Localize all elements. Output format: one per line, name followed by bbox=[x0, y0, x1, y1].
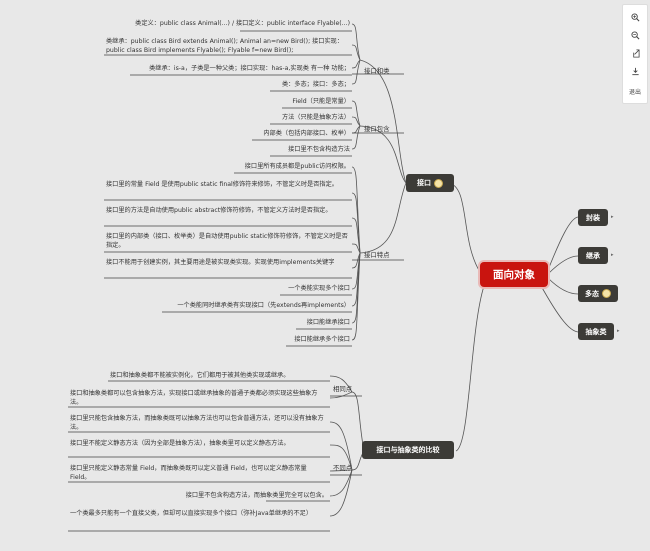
share-icon bbox=[632, 48, 640, 58]
abstract-method-leaf[interactable]: 接口里的方法是自动使用public abstract修饰符修饰，不管定义方法时是… bbox=[106, 207, 332, 214]
extends-implements-leaf[interactable]: 一个类能同时继承类有实现接口（先extends再implements） bbox=[177, 302, 350, 309]
compare-diff-constructor-leaf[interactable]: 接口里不包含构造方法，而抽象类里完全可以包含。 bbox=[185, 492, 328, 499]
class-inheritance-leaf[interactable]: 类继承：public class Bird extends Animal(); … bbox=[106, 38, 344, 54]
note-icon bbox=[434, 178, 443, 188]
compare-diff-methods-leaf[interactable]: 接口里只能包含抽象方法，而抽象类既可以抽象方法也可以包含普通方法，还可以没有抽象… bbox=[70, 415, 324, 431]
expand-arrow-icon[interactable]: ▸ bbox=[617, 328, 620, 334]
node-interface[interactable]: 接口 bbox=[406, 174, 454, 192]
zoom-out-icon bbox=[630, 30, 639, 39]
method-leaf[interactable]: 方法（只能是抽象方法） bbox=[281, 114, 350, 121]
node-inheritance[interactable]: 继承 bbox=[578, 247, 608, 264]
polymorphism-leaf[interactable]: 类：多态；接口：多态； bbox=[281, 81, 350, 88]
group-interface-contains[interactable]: 接口包含 bbox=[364, 125, 390, 133]
group-interface-and-class[interactable]: 接口和类 bbox=[364, 67, 390, 75]
compare-diff-single-inheritance-leaf[interactable]: 一个类最多只能有一个直接父类，但却可以直接实现多个接口（弥补Java单继承的不足… bbox=[70, 510, 313, 517]
interface-extends-leaf[interactable]: 接口能继承接口 bbox=[306, 319, 350, 326]
node-polymorphism[interactable]: 多态 bbox=[578, 285, 618, 302]
exit-button[interactable]: 退出 bbox=[628, 88, 641, 96]
toolbar: 退出 bbox=[622, 4, 648, 104]
constant-field-leaf[interactable]: 接口里的常量 Field 是使用public static final修饰符来修… bbox=[106, 181, 338, 188]
compare-same-instantiation-leaf[interactable]: 接口和抽象类都不能被实例化，它们都用于被其他类实现或继承。 bbox=[110, 372, 290, 379]
node-compare-label: 接口与抽象类的比较 bbox=[376, 446, 440, 454]
node-compare[interactable]: 接口与抽象类的比较 bbox=[362, 441, 454, 459]
field-leaf[interactable]: Field（只能是常量） bbox=[292, 98, 350, 105]
public-members-leaf[interactable]: 接口里所有成员都是public访问权限。 bbox=[244, 163, 350, 170]
download-button[interactable] bbox=[623, 63, 647, 79]
compare-same-abstract-methods-leaf[interactable]: 接口和抽象类都可以包含抽象方法，实现接口或继承抽象的普通子类都必须实现这些抽象方… bbox=[70, 390, 318, 406]
compare-diff-static-leaf[interactable]: 接口里不能定义静态方法（因为全部是抽象方法），抽象类里可以定义静态方法。 bbox=[70, 440, 290, 447]
zoom-in-icon bbox=[630, 12, 639, 21]
zoom-in-button[interactable] bbox=[623, 9, 647, 25]
node-abstract-class[interactable]: 抽象类 bbox=[578, 323, 614, 340]
share-button[interactable] bbox=[623, 45, 647, 61]
no-constructor-leaf[interactable]: 接口里不包含构造方法 bbox=[288, 146, 350, 153]
compare-diff-group[interactable]: 不同点 bbox=[333, 464, 353, 472]
inner-class-leaf[interactable]: 内部类（包括内部接口、枚举） bbox=[263, 130, 350, 137]
is-a-has-a-leaf[interactable]: 类继承：is-a，子类是一种父类；接口实现：has-a,实现类 有一种 功能； bbox=[149, 65, 350, 72]
node-polymorphism-label: 多态 bbox=[585, 289, 599, 298]
inner-class-static-leaf[interactable]: 接口里的内部类（接口、枚举类）是自动使用public static修饰符修饰，不… bbox=[106, 233, 348, 249]
group-interface-features[interactable]: 接口特点 bbox=[364, 251, 390, 259]
root-node[interactable]: 面向对象 bbox=[480, 262, 548, 287]
root-title: 面向对象 bbox=[493, 269, 535, 281]
interface-multi-extends-leaf[interactable]: 接口能继承多个接口 bbox=[294, 336, 350, 343]
note-icon bbox=[602, 289, 611, 298]
compare-same-group[interactable]: 相同点 bbox=[333, 385, 353, 393]
download-icon bbox=[631, 67, 639, 75]
node-encapsulation-label: 封装 bbox=[586, 213, 600, 222]
multiple-implements-leaf[interactable]: 一个类能实现多个接口 bbox=[288, 285, 350, 292]
node-encapsulation[interactable]: 封装 bbox=[578, 209, 608, 226]
node-inheritance-label: 继承 bbox=[586, 251, 600, 260]
expand-arrow-icon[interactable]: ▸ bbox=[611, 214, 614, 220]
no-instance-leaf[interactable]: 接口不能用于创建实例，其主要用途是被实现类实现。实现使用implements关键… bbox=[106, 259, 335, 266]
zoom-out-button[interactable] bbox=[623, 27, 647, 43]
compare-diff-field-leaf[interactable]: 接口里只能定义静态常量 Field，而抽象类既可以定义普通 Field，也可以定… bbox=[70, 465, 307, 481]
node-interface-label: 接口 bbox=[417, 179, 431, 187]
node-abstract-label: 抽象类 bbox=[585, 327, 607, 336]
class-definition-leaf[interactable]: 类定义：public class Animal(...) / 接口定义：publ… bbox=[135, 20, 350, 27]
expand-arrow-icon[interactable]: ▸ bbox=[611, 252, 614, 258]
